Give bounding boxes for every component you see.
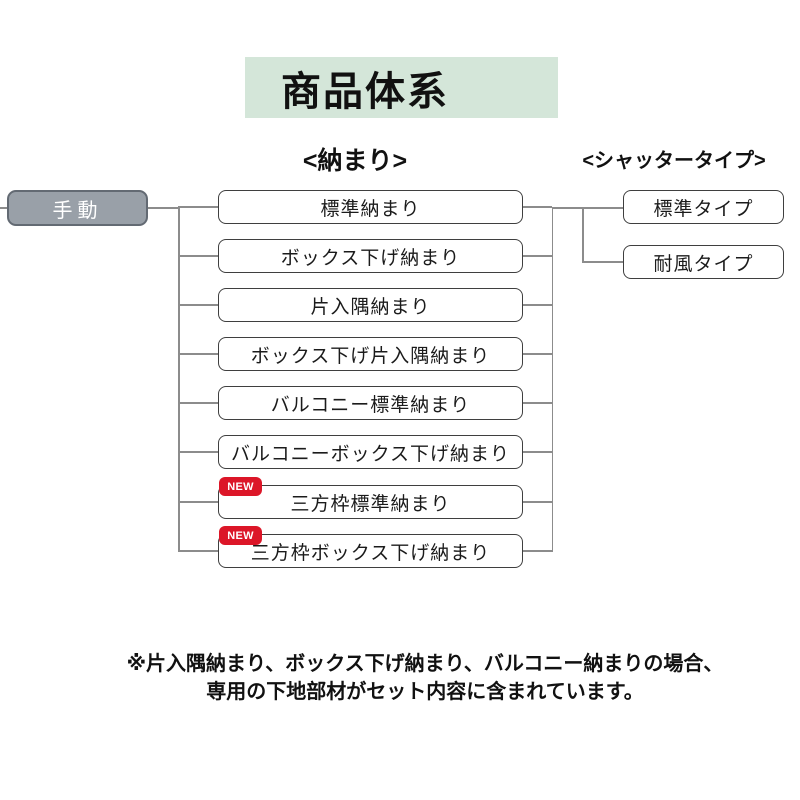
osamari-box-box-lowered: ボックス下げ納まり [178, 239, 552, 273]
connector-line [552, 207, 582, 209]
new-badge: NEW [219, 526, 262, 545]
connector-line [582, 207, 623, 209]
osamari-box-label: 三方枠ボックス下げ納まり [250, 542, 491, 564]
diagram-title-block: 商品体系 [245, 57, 558, 118]
root-node-label: 手動 [52, 199, 103, 222]
shutter-column-heading: <シャッタータイプ> [582, 150, 766, 172]
osamari-box-standard: 標準納まり [178, 190, 552, 224]
connector-line [582, 207, 584, 262]
connector-line [148, 207, 178, 209]
footnote-line-1: ※片入隅納まり、ボックス下げ納まり、バルコニー納まりの場合、 [126, 653, 724, 675]
diagram-title: 商品体系 [281, 69, 449, 114]
connector-line [551, 207, 553, 552]
shutter-type-label: 標準タイプ [653, 198, 754, 220]
shutter-type-label: 耐風タイプ [653, 253, 754, 275]
osamari-box-balcony-box-lowered: バルコニーボックス下げ納まり [178, 435, 552, 469]
osamari-box-box-lowered-single-corner: ボックス下げ片入隅納まり [178, 337, 552, 371]
osamari-box-single-corner: 片入隅納まり [178, 288, 552, 322]
shutter-type-box-wind-resistant: 耐風タイプ [623, 245, 784, 279]
osamari-box-balcony-standard: バルコニー標準納まり [178, 386, 552, 420]
connector-line [582, 261, 623, 263]
osamari-box-label: 三方枠標準納まり [290, 493, 451, 515]
osamari-box-three-side-frame-box-lowered: 三方枠ボックス下げ納まり [178, 534, 552, 568]
root-node-manual: 手動 [7, 190, 148, 226]
footnote-line-2: 専用の下地部材がセット内容に含まれています。 [206, 681, 644, 704]
connector-line [0, 207, 7, 209]
footnote: ※片入隅納まり、ボックス下げ納まり、バルコニー納まりの場合、 専用の下地部材がセ… [40, 650, 800, 707]
osamari-box-label: ボックス下げ片入隅納まり [250, 345, 491, 367]
osamari-box-three-side-frame-standard: 三方枠標準納まり [178, 485, 552, 519]
shutter-type-box-standard: 標準タイプ [623, 190, 784, 224]
osamari-box-label: バルコニーボックス下げ納まり [230, 443, 511, 465]
osamari-box-label: 標準納まり [320, 198, 421, 220]
osamari-box-label: ボックス下げ納まり [280, 247, 461, 269]
osamari-box-label: 片入隅納まり [310, 296, 431, 318]
osamari-column-heading: <納まり> [302, 147, 408, 175]
connector-line [178, 207, 180, 552]
osamari-box-label: バルコニー標準納まり [270, 394, 471, 416]
new-badge: NEW [219, 477, 262, 496]
